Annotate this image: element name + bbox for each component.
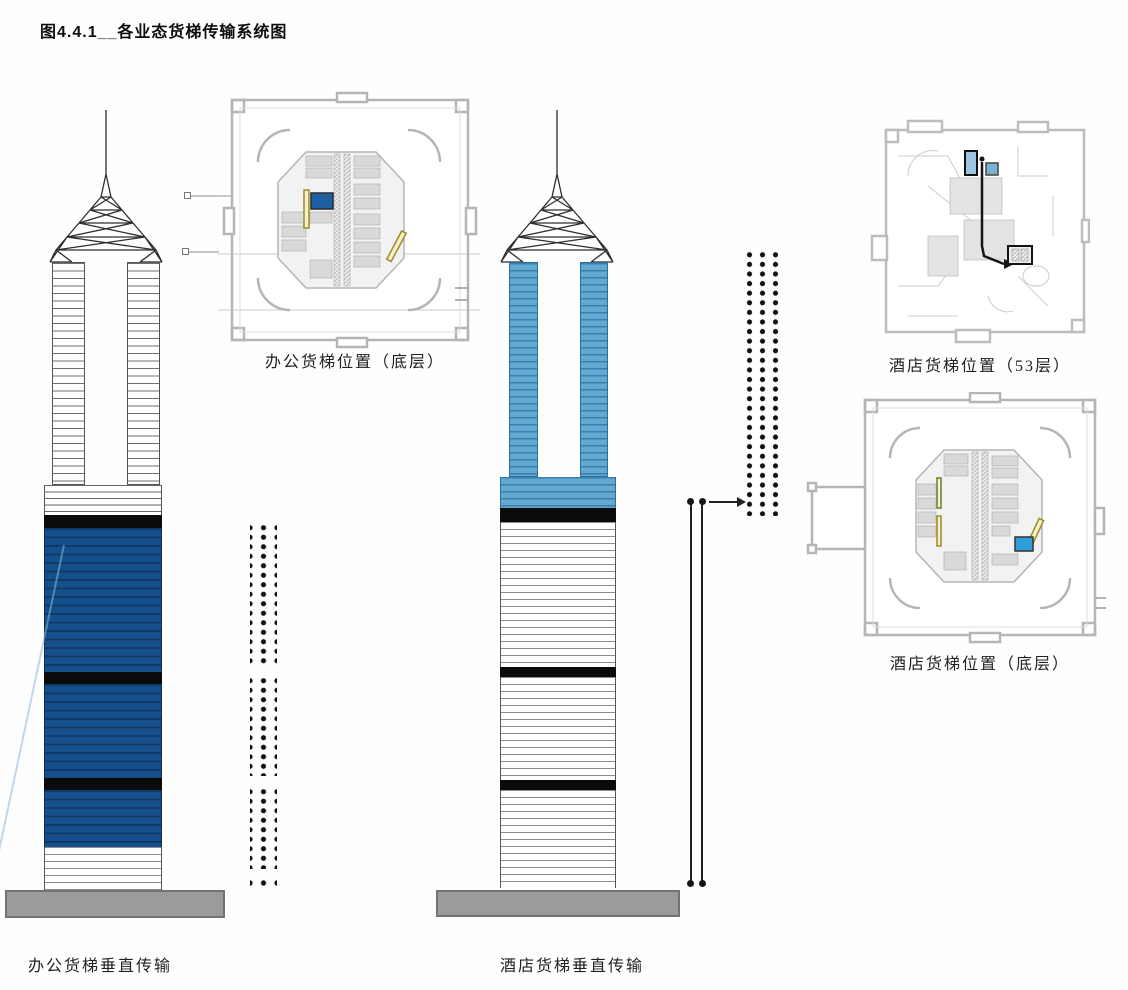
plan-hotelg-walls xyxy=(806,392,1106,644)
plan-office-service-lobby-2 xyxy=(385,229,408,263)
transfer-arrow-line xyxy=(709,501,739,503)
plan-hotelg-core-cells xyxy=(917,453,1019,571)
hotel-tower-upper-columns xyxy=(500,262,616,477)
plan-hotel-ground xyxy=(806,392,1106,644)
office-zone-2 xyxy=(44,684,162,778)
office-tower-base xyxy=(5,890,225,918)
plan-office-core-cells xyxy=(281,155,381,279)
plan-hotelg-right-ticks xyxy=(1096,597,1106,609)
plan-hotelg-core-corridors xyxy=(971,451,989,581)
office-zone-3 xyxy=(44,790,162,847)
shuttle-bottom-dot-2 xyxy=(699,880,706,887)
plan-office-ground xyxy=(218,91,480,349)
plan-hotel53-core xyxy=(927,177,1015,277)
plan-hotelg-inner-wall xyxy=(872,407,1088,628)
shuttle-top-dot-1 xyxy=(687,498,694,505)
plan-leader-line-2 xyxy=(189,251,219,253)
plan-leader-square-2 xyxy=(182,248,189,255)
office-shaft-dots-zone3 xyxy=(250,787,277,869)
hotel-tower-lower-floors-1 xyxy=(500,522,616,667)
hotel-tower-caption: 酒店货梯垂直传输 xyxy=(500,958,645,975)
hotel-tower-crown-spire xyxy=(500,110,614,263)
plan-office-service-lobby xyxy=(303,189,310,229)
office-tower-transition-floors xyxy=(44,485,162,515)
plan-office-inner-wall xyxy=(239,107,461,333)
plan-leader-square-1 xyxy=(184,192,191,199)
hotel-tower-left-column xyxy=(509,262,538,477)
office-tower-left-column xyxy=(52,262,85,485)
hotel-tower-lower-floors-3 xyxy=(500,790,616,888)
hotel-tower-elevation xyxy=(500,262,616,888)
plan-hotel53-freight-elevator-highlight xyxy=(964,150,978,176)
figure-title: 图4.4.1__各业态货梯传输系统图 xyxy=(40,24,288,41)
office-tower-right-column xyxy=(127,262,160,485)
plan-hotelg-freight-elevator-highlight xyxy=(1014,536,1034,552)
plan-hotel53-destination-room xyxy=(1007,245,1033,265)
plan-office-ground-caption: 办公货梯位置（底层） xyxy=(264,354,445,371)
transfer-arrow-head xyxy=(737,497,746,507)
hotel-shaft-dots-upper xyxy=(743,250,782,516)
plan-office-freight-elevator-highlight xyxy=(310,192,334,210)
office-tower-elevation xyxy=(0,262,162,890)
hotel-tower-lower-floors-2 xyxy=(500,677,616,780)
plan-hotel-53 xyxy=(870,119,1090,344)
plan-office-walls xyxy=(222,91,478,349)
plan-hotel-53-caption: 酒店货梯位置（53层） xyxy=(888,358,1071,375)
plan-office-right-ticks xyxy=(455,287,468,301)
hotel-tower-mechanical-band-2 xyxy=(500,667,616,677)
shuttle-bottom-dot-1 xyxy=(687,880,694,887)
plan-hotelg-core xyxy=(915,449,1043,583)
hotel-tower-right-column xyxy=(580,262,608,477)
office-tower-crown-spire xyxy=(49,109,163,263)
hotel-zone-full-width xyxy=(500,477,616,508)
office-tower-caption: 办公货梯垂直传输 xyxy=(28,958,173,975)
hotel-tower-base xyxy=(436,890,680,917)
office-shaft-dots-zone2 xyxy=(250,676,277,776)
office-shaft-dots-ground xyxy=(250,878,277,888)
office-tower-upper-columns xyxy=(44,262,162,485)
plan-office-core-corridors xyxy=(333,153,351,287)
hotel-shuttle-lines xyxy=(690,503,703,881)
office-tower-podium-floors xyxy=(44,847,162,890)
plan-hotel53-secondary-elevator xyxy=(985,162,999,176)
hotel-tower-mechanical-band-3 xyxy=(500,780,616,790)
office-tower-mechanical-band-3 xyxy=(44,778,162,790)
office-tower-mechanical-band-1 xyxy=(44,515,162,528)
office-shaft-dots-zone1 xyxy=(250,523,277,665)
shuttle-top-dot-2 xyxy=(699,498,706,505)
office-zone-1 xyxy=(44,528,162,672)
plan-leader-line-1 xyxy=(191,195,233,197)
plan-hotel-ground-caption: 酒店货梯位置（底层） xyxy=(889,656,1070,673)
office-tower-mechanical-band-2 xyxy=(44,672,162,684)
hotel-tower-mechanical-band-1 xyxy=(500,508,616,522)
